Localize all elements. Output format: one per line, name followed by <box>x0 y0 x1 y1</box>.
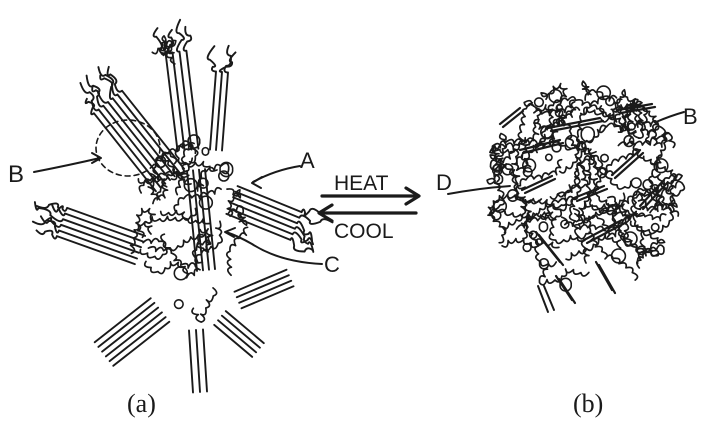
cool-label: COOL <box>334 220 394 243</box>
chain-loop <box>631 178 641 188</box>
crystallite-chain <box>87 76 170 180</box>
crystallite-chain <box>235 270 287 292</box>
crystallite-chain <box>242 286 294 308</box>
crystallite-chain <box>86 99 156 191</box>
label-a: A <box>300 148 315 173</box>
chain-loop <box>539 222 547 231</box>
crystallite-chain <box>239 281 291 303</box>
pointer-a <box>253 166 300 182</box>
label-c: C <box>324 252 340 277</box>
pointer-b-left <box>34 158 100 172</box>
chain-loop <box>546 154 552 160</box>
figure-a-crystalline-structure: B A C <box>8 20 340 393</box>
heat-label: HEAT <box>334 172 389 195</box>
amorphous-chain <box>549 209 590 244</box>
figure-b-amorphous-structure: D B <box>436 81 698 312</box>
crystallite-bundle-bottom-right <box>214 311 264 357</box>
heat-cool-arrows: HEAT COOL <box>319 172 419 243</box>
amorphous-chain <box>192 288 217 322</box>
caption-b: (b) <box>573 389 603 418</box>
crystallite-chain <box>176 20 191 150</box>
chain-loop <box>652 224 659 231</box>
caption-a: (a) <box>127 389 156 418</box>
crystallite-bundle-right-lower <box>235 270 294 309</box>
crystallite-chain <box>203 330 207 392</box>
residual-chain <box>599 265 615 293</box>
crystallite-bundle-bottom <box>189 330 207 393</box>
chain-loop <box>612 249 626 263</box>
crystallite-chain <box>33 218 139 253</box>
crystallite-chain <box>98 67 179 172</box>
crystallite-bundle-left <box>33 202 145 264</box>
chain-loop <box>220 162 233 176</box>
crystallite-chain <box>208 46 216 149</box>
chain-loop <box>535 98 544 107</box>
chain-loop <box>601 154 608 161</box>
pointer-a-head <box>252 177 262 188</box>
chain-loop <box>175 300 184 309</box>
amorphous-chain <box>198 163 229 191</box>
amorphous-chain <box>175 144 197 164</box>
crystallite-chain <box>222 316 260 348</box>
crystallite-chain <box>184 27 199 149</box>
chain-loop <box>581 127 594 142</box>
residual-chain <box>612 150 640 175</box>
label-b-left: B <box>8 161 24 188</box>
crystallite-chain <box>218 320 256 352</box>
pointer-d <box>448 186 510 194</box>
crystallite-chain <box>235 192 332 224</box>
amorphous-chain <box>539 269 588 285</box>
crystallite-chain <box>237 275 289 297</box>
amorphous-region-b <box>487 81 684 291</box>
residual-chain <box>615 153 643 178</box>
label-d: D <box>436 170 452 195</box>
pointer-b-right <box>656 112 684 122</box>
chain-loop <box>202 148 208 156</box>
crystallite-chain <box>37 230 135 264</box>
residual-chain <box>596 262 612 290</box>
residual-chain <box>559 279 575 303</box>
crystallite-chain <box>189 331 193 393</box>
crystallite-chain <box>196 330 200 392</box>
label-b-right: B <box>683 104 698 129</box>
crystallite-bundle-bottom-left <box>95 298 170 366</box>
